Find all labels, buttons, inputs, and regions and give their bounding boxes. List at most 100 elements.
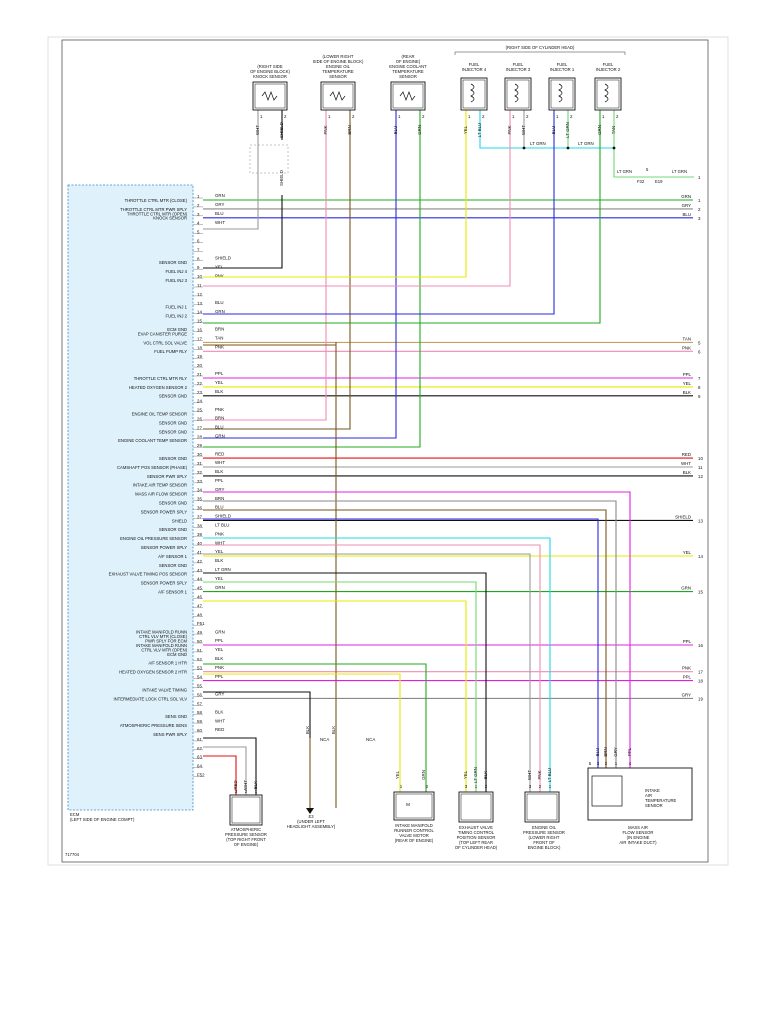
offpage-connector-number: 14 — [698, 554, 703, 559]
component-pin-number: 1 — [260, 114, 263, 119]
component-wire-color: GRY — [613, 747, 618, 757]
ecm-pin-function: CAMSHAFT POS SENSOR (PHASE) — [117, 465, 188, 470]
ecm-pin-number: 64 — [197, 764, 202, 769]
ecm-pin-number: 25 — [197, 408, 202, 413]
splice-dot — [566, 146, 570, 150]
ecm-pin-number: 32 — [197, 470, 202, 475]
iat-label: AIR — [645, 793, 652, 798]
ecm-pin-function: A/F SENSOR 1 — [158, 554, 188, 559]
wire-ect-blu — [203, 110, 397, 439]
ecm-pin-function: ENGINE OIL TEMP SENSOR — [132, 412, 187, 417]
component-title: POSITION SENSOR — [457, 835, 496, 840]
injector-title: INJECTOR 1 — [550, 67, 575, 72]
ecm-pin-number: 21 — [197, 372, 202, 377]
ecm-pin-number: 35 — [197, 497, 202, 502]
page-frame — [47, 36, 729, 866]
component-wire-color: PNK — [537, 770, 542, 779]
ecm-pin-number: 63 — [197, 755, 202, 760]
ecm-pin-number: 52 — [197, 657, 202, 662]
ecm-wire-color: WHT — [215, 220, 225, 225]
offpage-wire-color: PNK — [682, 666, 691, 671]
injector-pin-number: 1 — [556, 114, 559, 119]
fuel-injector-inner — [462, 79, 486, 109]
ecm-pin-number: 22 — [197, 381, 202, 386]
injector-wire-color: LT GRN — [565, 122, 570, 138]
injector-title: INJECTOR 3 — [506, 67, 531, 72]
ecm-wire-color: BRN — [215, 496, 224, 501]
ecm-pin-number: 41 — [197, 550, 202, 555]
ecm-pin-number: 46 — [197, 595, 202, 600]
component-title: (RIGHT SIDE — [257, 64, 282, 69]
component-title: (LOWER RIGHT — [529, 835, 560, 840]
ecm-pin-number: 34 — [197, 488, 202, 493]
ecm-pin-function: CTRL VLV MTR (CLOSE) — [139, 634, 188, 639]
ecm-wire-color: PPL — [215, 638, 224, 643]
ecm-wire-color: BLU — [215, 425, 224, 430]
ecm-pin-number: 20 — [197, 363, 202, 368]
ground-symbol — [306, 808, 314, 814]
ecm-pin-number: 1 — [197, 194, 200, 199]
injector-pin-number: 1 — [602, 114, 605, 119]
injector-wire-color: BLU — [551, 126, 556, 135]
component-pin-number: 2 — [485, 784, 488, 789]
ecm-wire-color: WHT — [215, 718, 225, 723]
component-wire-color: BLK — [253, 781, 258, 789]
coil-symbol — [514, 83, 519, 103]
ecm-pin-function: THROTTLE CTRL MTR RLY — [134, 376, 187, 381]
component-title: ENGINE BLOCK) — [528, 845, 561, 850]
ecm-wire-color: GRN — [215, 434, 225, 439]
ecm-pin-function: A/F SENSOR 1 HTR — [148, 661, 187, 666]
injector-pin-number: 2 — [482, 114, 485, 119]
iat-label: INTAKE — [645, 788, 660, 793]
ecm-pin-function: A/F SENSOR 1 — [158, 590, 188, 595]
offpage-connector-number: 6 — [698, 349, 701, 354]
injector-pin-number: 2 — [526, 114, 529, 119]
injector-pin-number: 2 — [616, 114, 619, 119]
ecm-wire-color: WHT — [215, 540, 225, 545]
component-title: ENGINE COOLANT — [389, 64, 427, 69]
ecm-pin-number: 16 — [197, 328, 202, 333]
component-title: SIDE OF ENGINE BLOCK) — [313, 59, 364, 64]
injector-group-bracket — [454, 51, 626, 55]
ecm-pin-function: SENSOR GND — [159, 527, 187, 532]
ecm-pin-function: INTAKE AIR TEMP SENSOR — [133, 483, 187, 488]
wire-imrc-grn — [203, 663, 427, 792]
ecm-wire-color: BLK — [215, 469, 223, 474]
ecm-pin-number: 3 — [197, 212, 200, 217]
component-title: (TOP RIGHT FRONT — [226, 837, 266, 842]
splice-connector-num: 5 — [646, 167, 649, 172]
offpage-connector-number: 18 — [698, 679, 703, 684]
offpage-connector-number: 17 — [698, 670, 703, 675]
component-pin-number: 2 — [422, 114, 425, 119]
offpage-connector-number: 1 — [698, 175, 701, 180]
ecm-pin-number: 24 — [197, 399, 202, 404]
component-title: TEMPERATURE — [392, 69, 424, 74]
component-title: OF CYLINDER HEAD) — [455, 845, 498, 850]
ecm-wire-color: PPL — [215, 478, 224, 483]
offpage-connector-number: 10 — [698, 456, 703, 461]
wire-ecm-gnd-blk — [203, 691, 311, 738]
component-pin-number: 1 — [255, 789, 258, 794]
component-wire-color: WHT — [255, 125, 260, 135]
knock-shield-outline — [249, 144, 289, 174]
wire-evt-ltgrn — [203, 581, 477, 792]
component-title: (IN ENGINE — [627, 835, 650, 840]
ecm-pin-number: 47 — [197, 603, 202, 608]
injector-wire-color: WHT — [521, 125, 526, 135]
offpage-connector-number: 5 — [698, 340, 701, 345]
component-title: OF ENGINE) — [234, 842, 259, 847]
ecm-wire-color: BLK — [215, 389, 223, 394]
wire-evt-blk — [203, 572, 487, 792]
ecm-wire-color: GRY — [215, 202, 225, 207]
component-wire-color: YEL — [463, 770, 468, 779]
ecm-wire-color: GRN — [215, 193, 225, 198]
component-pin-number: 3 — [529, 784, 532, 789]
component-wire-color: RED — [233, 780, 238, 789]
ecm-pin-function: ATMOSPHERIC PRESSURE SENS — [120, 723, 187, 728]
component-pin-number: 1 — [400, 784, 403, 789]
component-wire-color: YEL — [395, 770, 400, 779]
offpage-connector-number: 1 — [698, 198, 701, 203]
offpage-wire-color: SHIELD — [675, 514, 691, 519]
